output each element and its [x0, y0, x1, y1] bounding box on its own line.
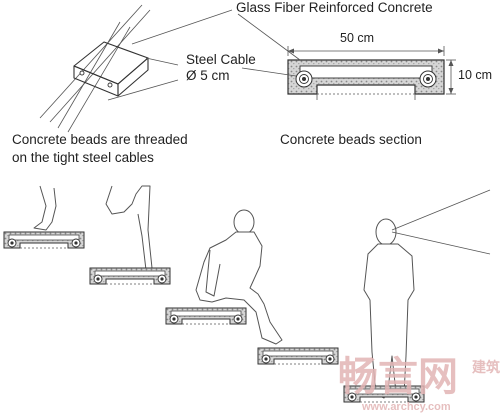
leader-lines	[107, 9, 301, 101]
stair-bead-2	[89, 267, 171, 285]
seated-person-figure	[195, 209, 283, 345]
watermark-logo-text: 畅言网	[338, 355, 458, 399]
stair-illustration	[3, 185, 491, 403]
height-dimension-label: 10 cm	[458, 68, 492, 82]
stair-bead-4	[257, 347, 339, 365]
bead-cross-section	[287, 46, 456, 100]
cable-diameter-label: Ø 5 cm	[186, 68, 230, 83]
watermark-side-text: 建筑	[472, 359, 500, 375]
section-caption: Concrete beads section	[280, 132, 422, 147]
beads-caption-line2: on the tight steel cables	[12, 150, 154, 165]
stair-bead-1	[3, 231, 85, 249]
standing-leg-figure	[105, 185, 153, 271]
stair-bead-3	[165, 307, 247, 325]
stepping-leg-figure	[33, 185, 57, 231]
steel-cable-label: Steel Cable	[186, 52, 256, 67]
beads-caption-line1: Concrete beads are threaded	[12, 132, 188, 147]
watermark-url: www.archcy.com	[361, 401, 451, 413]
material-label: Glass Fiber Reinforced Concrete	[236, 0, 433, 15]
threaded-bead-illustration	[39, 4, 151, 133]
watermark: 畅言网 建筑 www.archcy.com	[338, 355, 500, 413]
width-dimension-label: 50 cm	[340, 31, 374, 45]
standing-person-figure	[363, 189, 491, 399]
